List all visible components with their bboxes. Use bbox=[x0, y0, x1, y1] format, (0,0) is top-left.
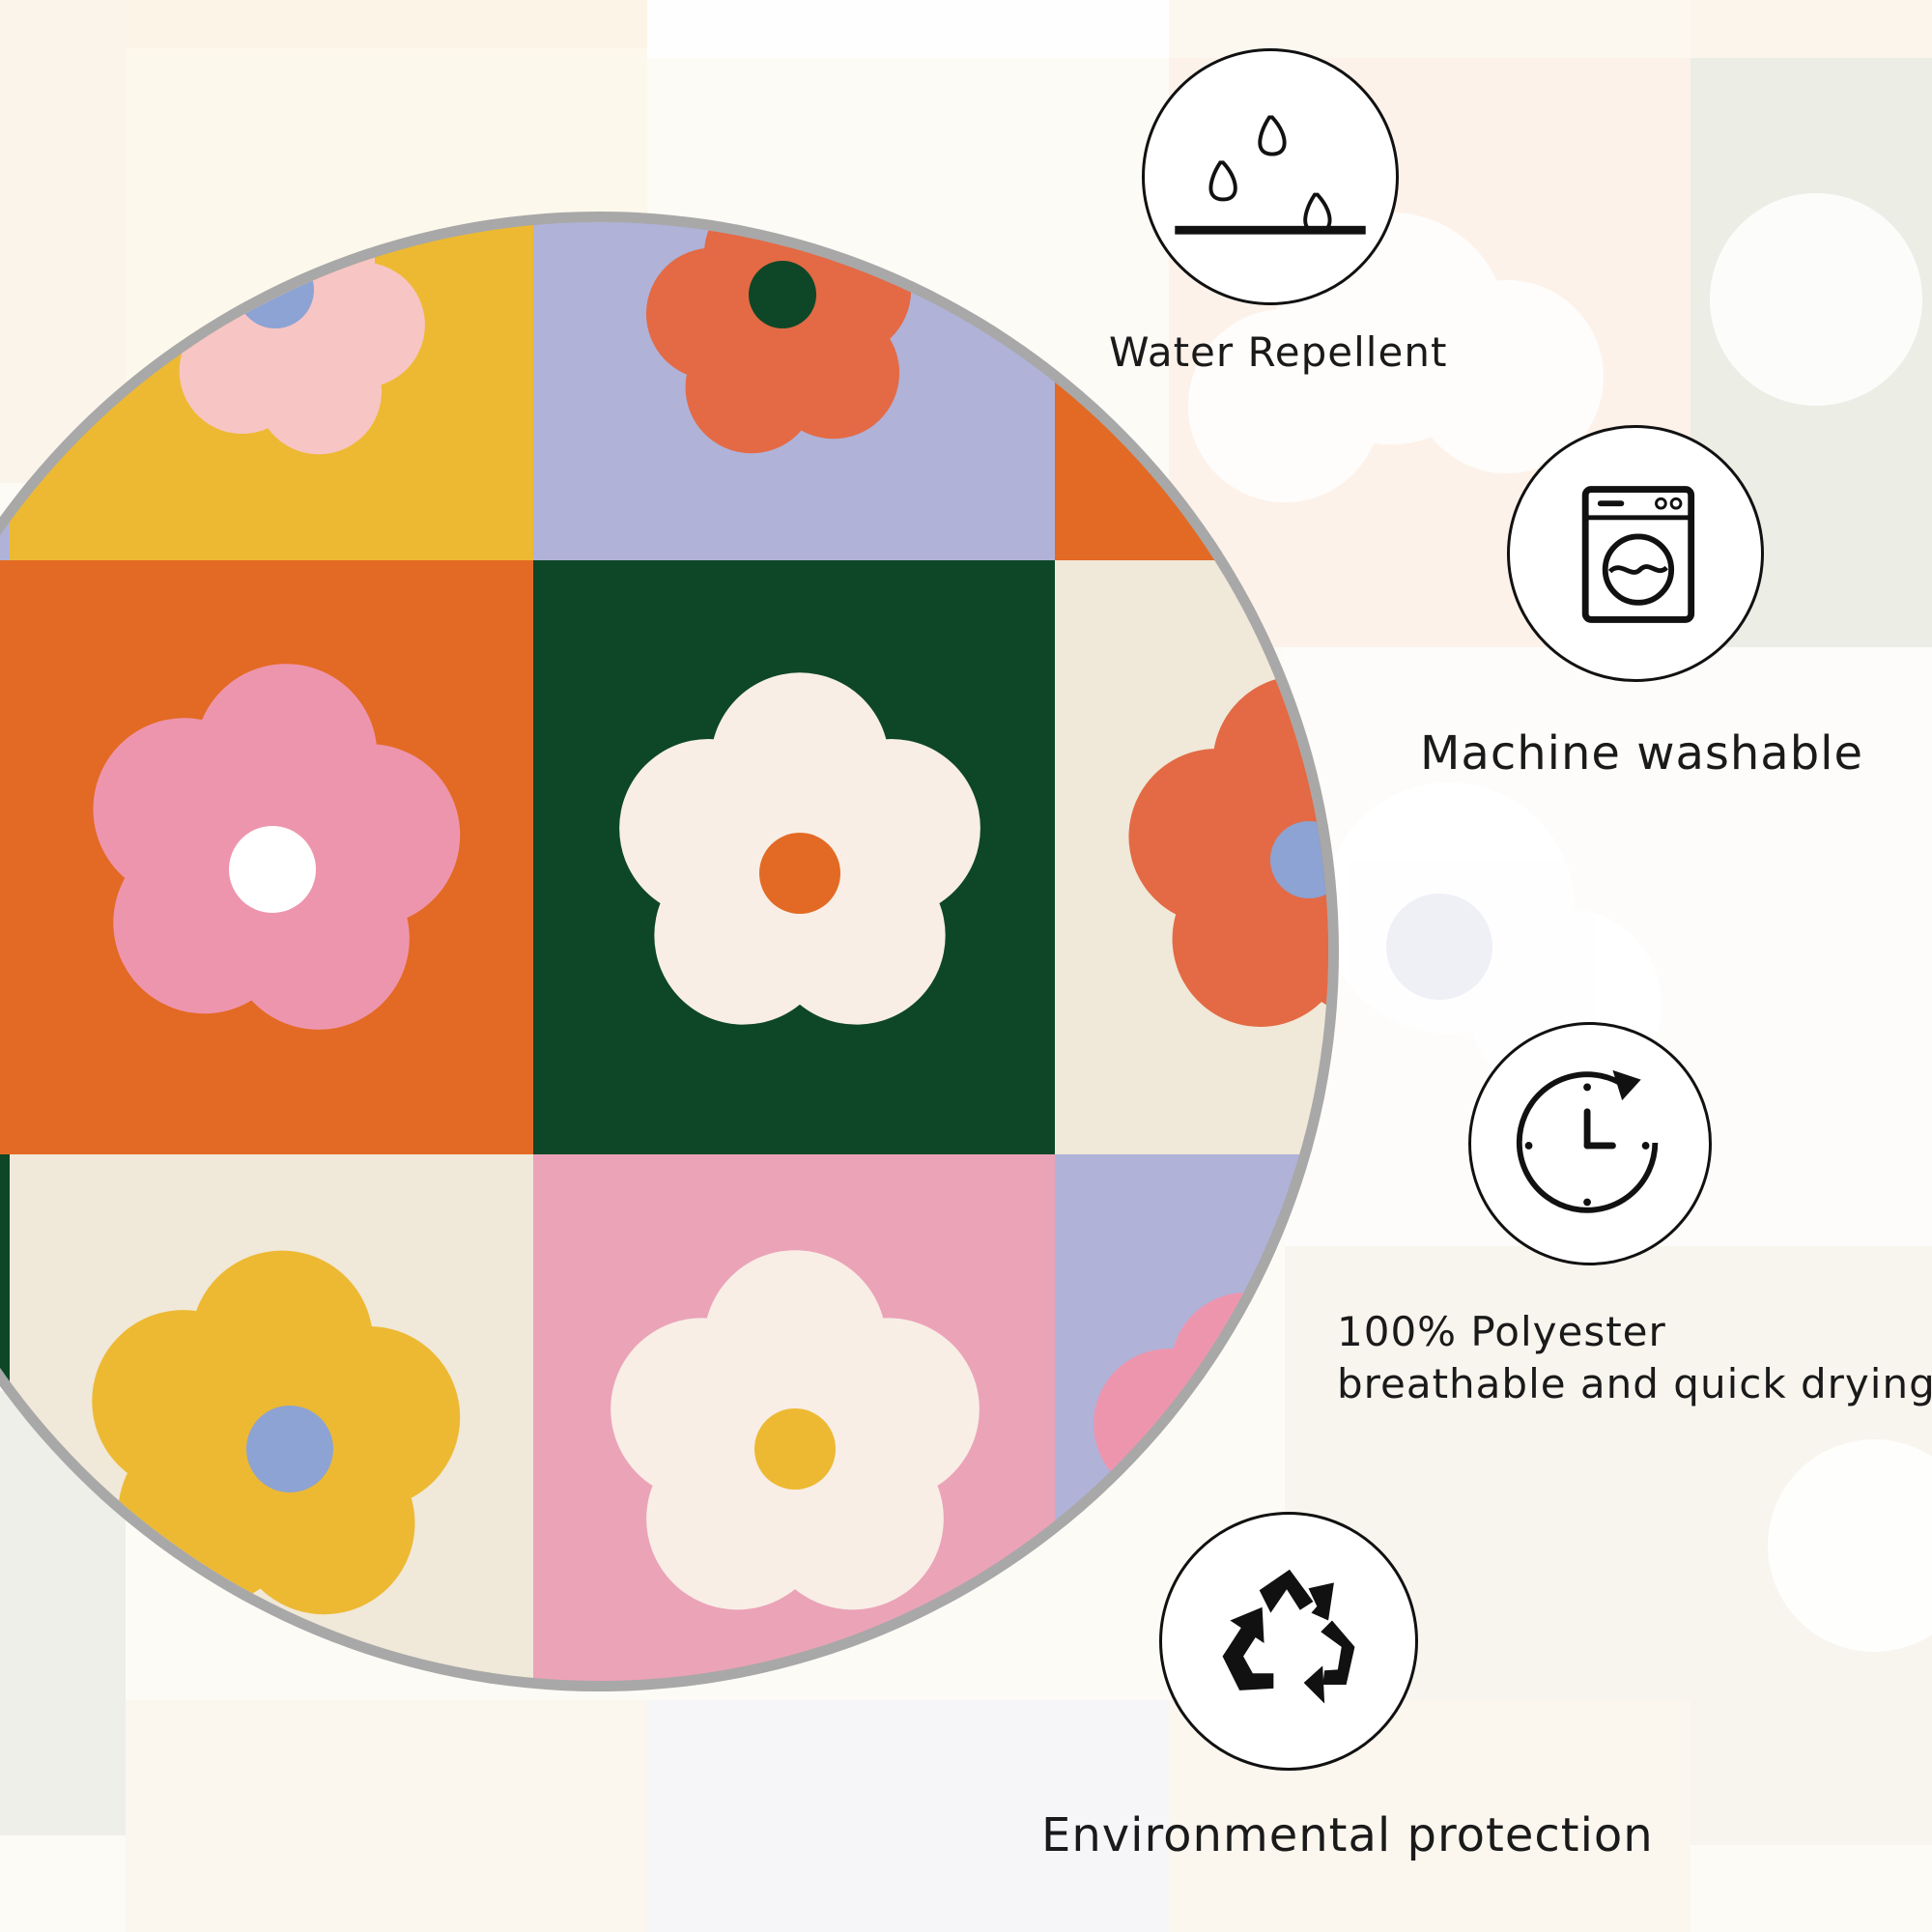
flower-center bbox=[759, 833, 840, 914]
polyester-label-line-2: breathable and quick drying bbox=[1337, 1360, 1932, 1407]
clock-icon bbox=[1468, 1022, 1712, 1265]
tile bbox=[0, 1154, 10, 1681]
flower-center bbox=[1270, 821, 1328, 898]
polyester-label: 100% Polyester breathable and quick dryi… bbox=[1337, 1306, 1932, 1410]
recycle-icon bbox=[1159, 1512, 1418, 1771]
polyester-label-line-1: 100% Polyester bbox=[1337, 1308, 1666, 1355]
flower-center bbox=[246, 1406, 333, 1492]
flower-center bbox=[229, 826, 316, 913]
flower-center bbox=[749, 261, 816, 328]
water-drops-icon bbox=[1142, 48, 1399, 305]
flower-center bbox=[754, 1408, 836, 1490]
water-repellent-label: Water Repellent bbox=[1109, 328, 1448, 376]
machine-washable-label: Machine washable bbox=[1420, 726, 1864, 781]
washing-machine-icon bbox=[1507, 425, 1764, 682]
environmental-protection-label: Environmental protection bbox=[1041, 1808, 1654, 1862]
